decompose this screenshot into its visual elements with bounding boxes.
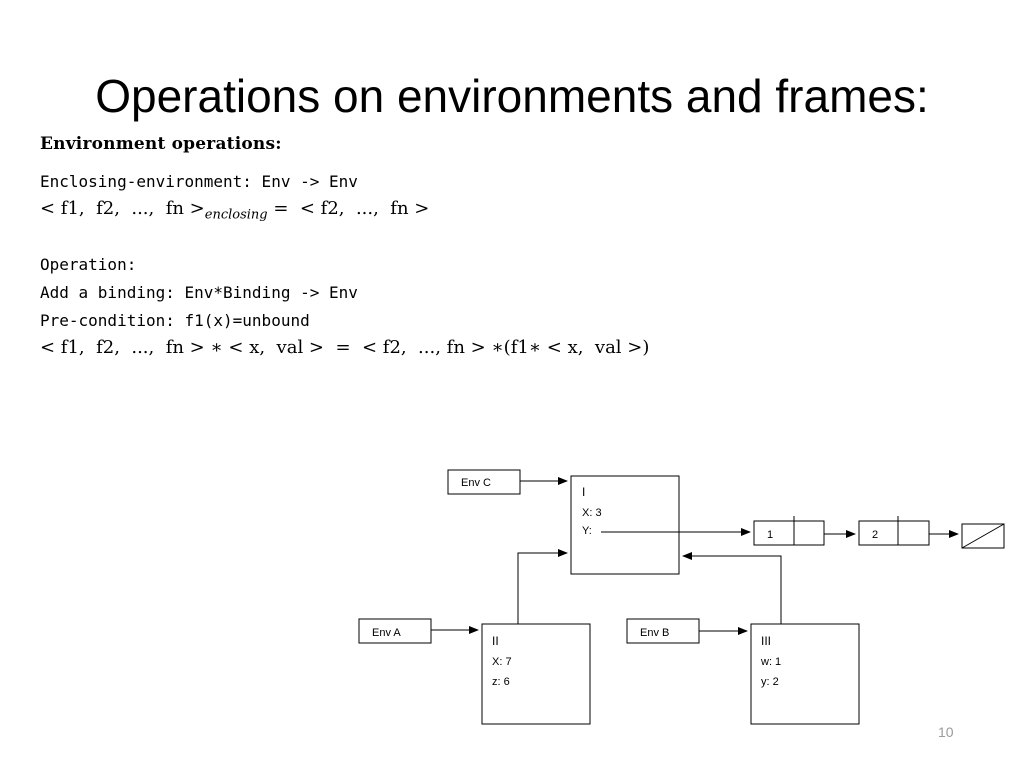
page-number: 10 [938, 724, 954, 740]
frame-iii-box [750, 623, 860, 725]
slide-title: Operations on environments and frames: [95, 70, 929, 122]
list-cell-1-value: 1 [767, 529, 773, 541]
precondition-text: Pre-condition: f1(x)=unbound [40, 310, 310, 330]
frame-ii-binding-x: X: 7 [492, 656, 512, 668]
frame-ii-box [481, 623, 591, 725]
arrow-frame-ii-to-frame-i [517, 549, 568, 624]
env-b-label: Env B [640, 627, 669, 639]
enclosing-rule-subscript: enclosing [204, 207, 268, 223]
enclosing-rule-lhs: < f1, f2, ..., fn > [40, 198, 205, 219]
list-cell-2-value: 2 [872, 529, 878, 541]
slide-content: Environment operations: Enclosing-enviro… [40, 134, 1000, 361]
arrow-frame-iii-to-frame-i [682, 552, 782, 624]
add-binding-rule: < f1, f2, ..., fn > ∗ < x, val > = < f2,… [40, 336, 650, 358]
frame-ii-binding-z: z: 6 [492, 676, 510, 688]
add-binding-signature: Add a binding: Env*Binding -> Env [40, 282, 358, 302]
enclosing-environment-rule: < f1, f2, ..., fn >enclosing = < f2, ...… [40, 196, 1000, 229]
frame-i-binding-x: X: 3 [582, 507, 602, 519]
env-a-label-box [358, 618, 432, 644]
env-c-label-box [447, 469, 521, 495]
enclosing-environment-signature: Enclosing-environment: Env -> Env [40, 172, 358, 191]
frame-i-box [570, 475, 680, 575]
env-c-label: Env C [461, 477, 491, 489]
frame-i-binding-y: Y: [582, 525, 592, 537]
frame-iii-binding-y: y: 2 [761, 676, 779, 688]
frame-ii-name: II [492, 634, 499, 648]
frame-i-name: I [582, 485, 585, 499]
frame-iii-name: III [761, 634, 771, 648]
env-a-label: Env A [372, 627, 401, 639]
enclosing-rule-rhs: = < f2, ..., fn > [267, 198, 430, 219]
list-cell-1 [753, 520, 825, 546]
operation-label: Operation: [40, 254, 137, 274]
environment-operations-heading: Environment operations: [40, 134, 282, 154]
frame-iii-binding-w: w: 1 [760, 656, 781, 668]
list-cell-2 [858, 520, 930, 546]
